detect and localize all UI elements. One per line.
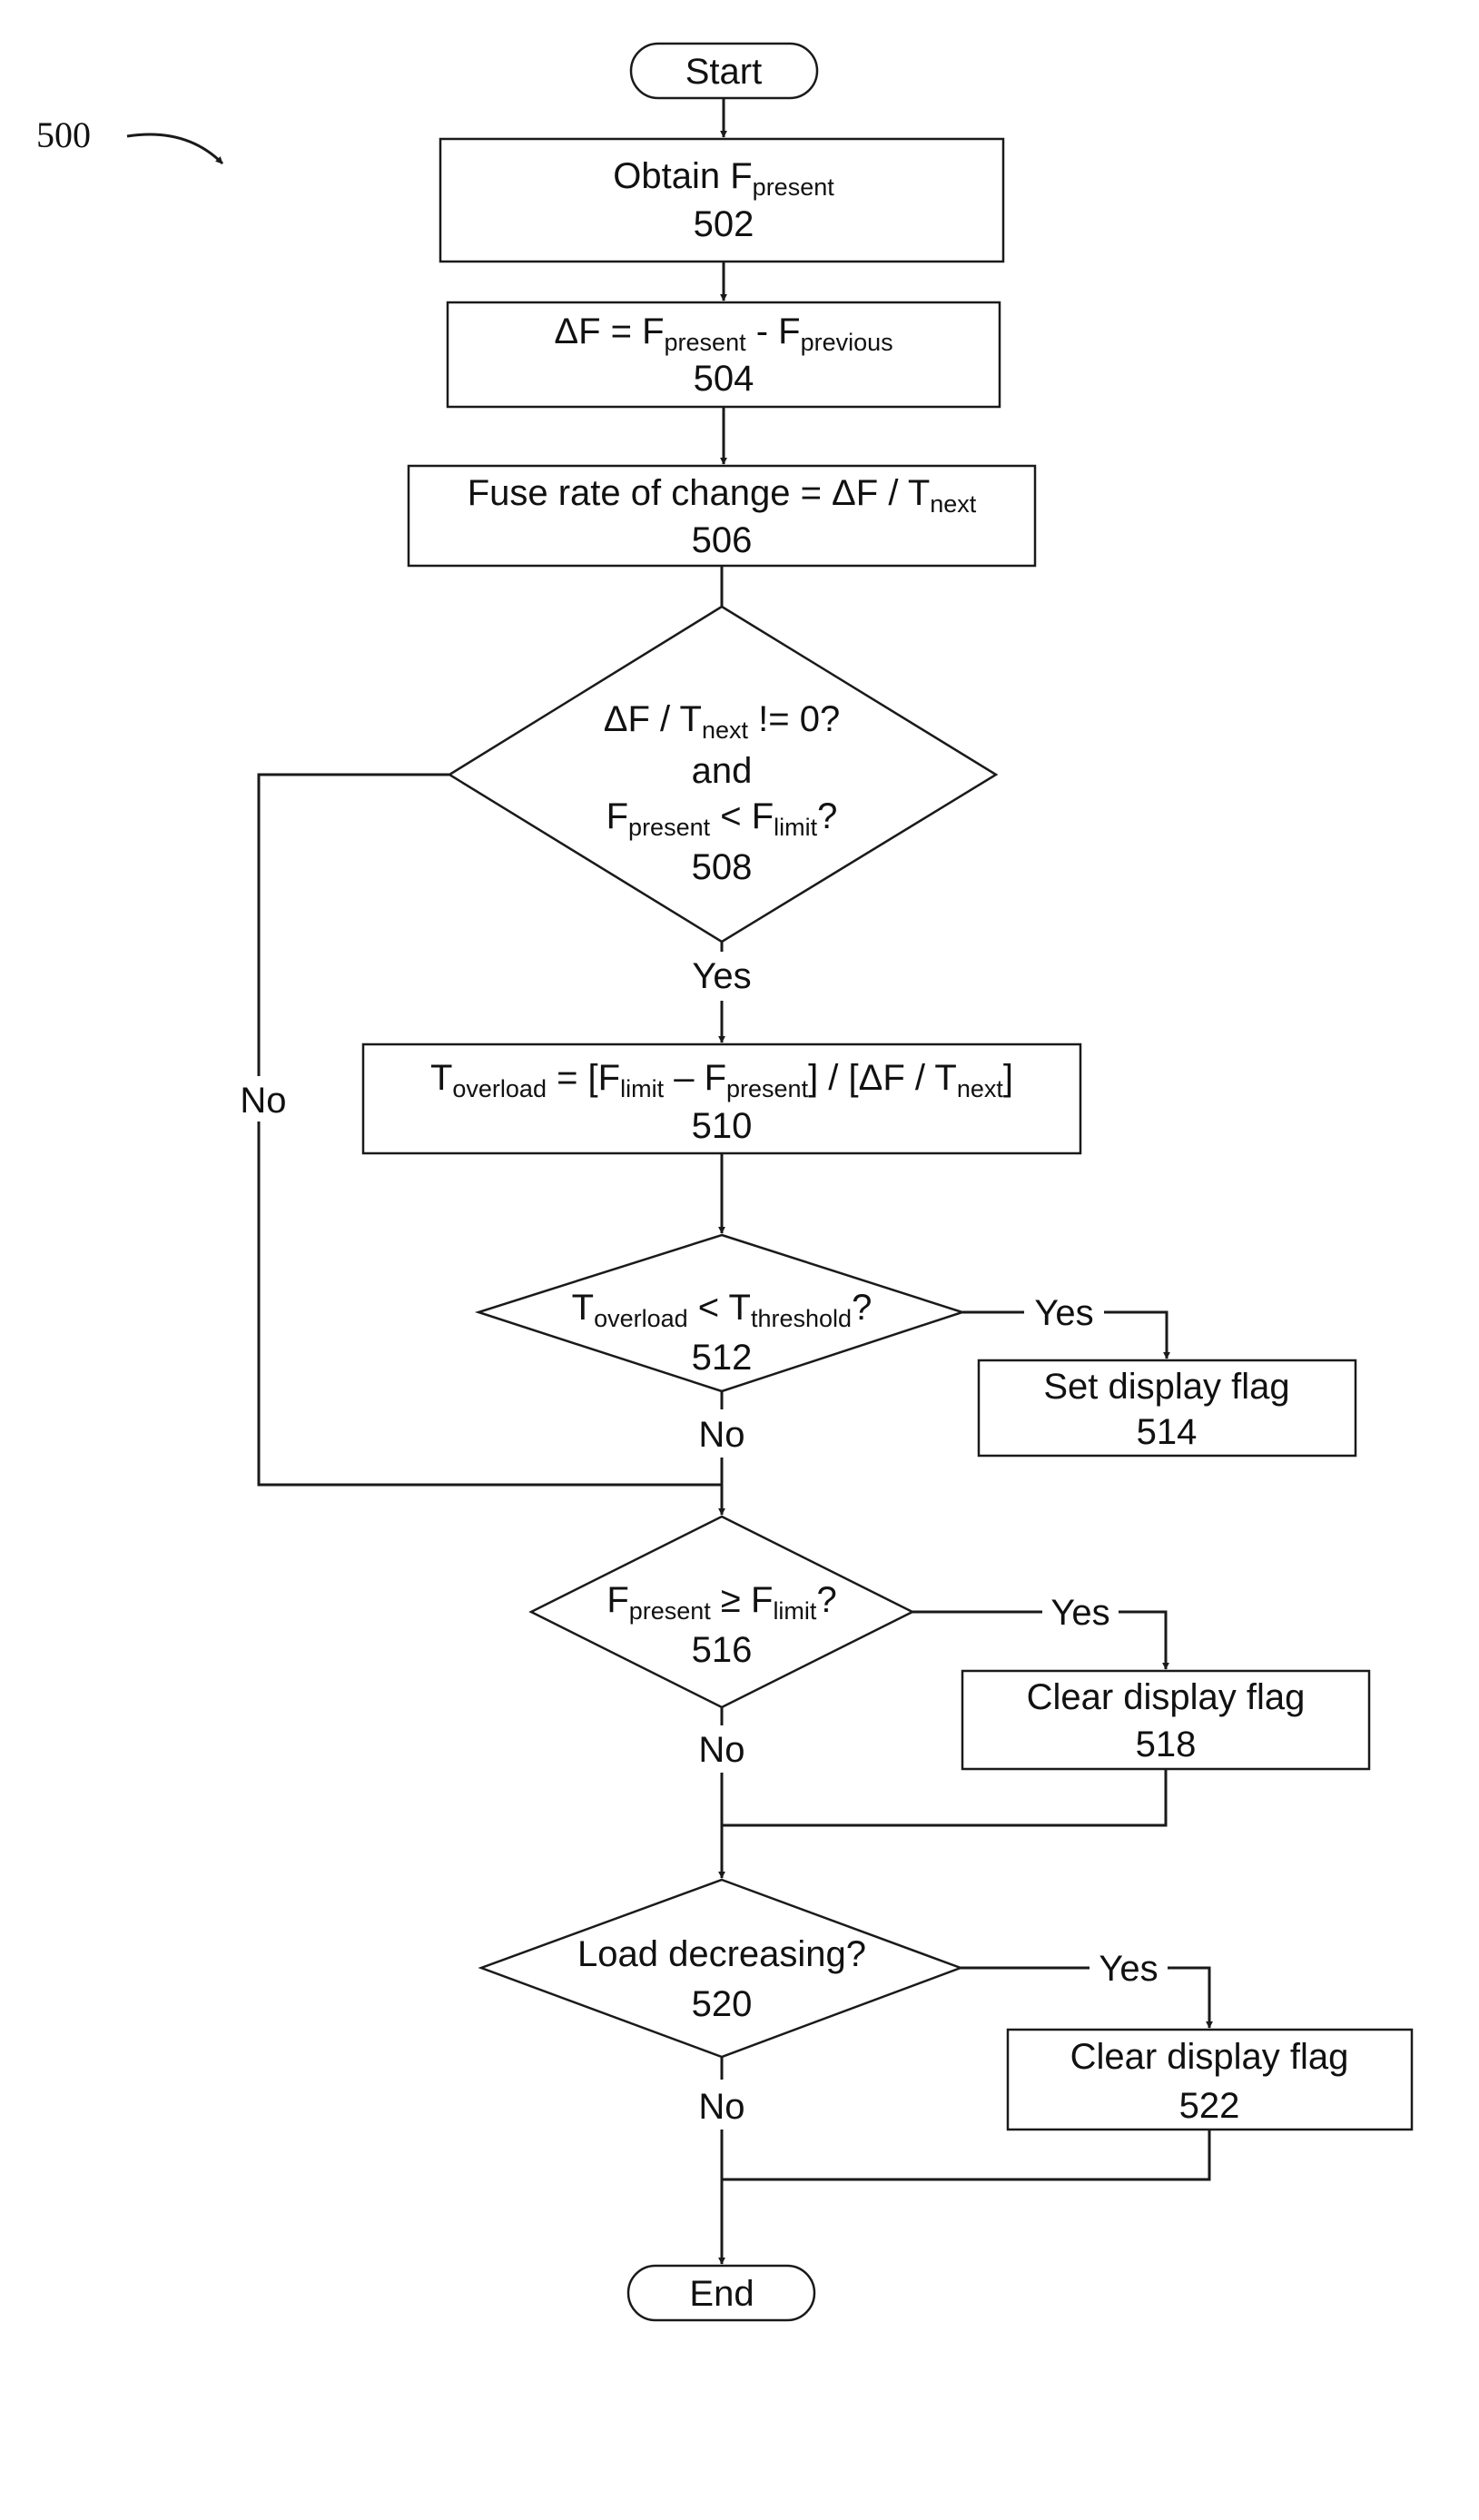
edge-label-508-no: No — [240, 1081, 286, 1121]
step-502-number: 502 — [694, 204, 754, 244]
step-514-text: Set display flag — [1043, 1367, 1289, 1407]
edge-label-508-yes: Yes — [692, 956, 751, 996]
edge-516-yes-b — [1119, 1612, 1166, 1669]
edge-512-yes-b — [1104, 1312, 1167, 1359]
decision-508-line2: and — [692, 751, 753, 791]
edge-518-merge — [722, 1769, 1166, 1825]
step-506-text: Fuse rate of change = ΔF / Tnext — [468, 473, 977, 518]
edge-label-520-no: No — [698, 2087, 744, 2127]
edge-label-512-no: No — [698, 1415, 744, 1455]
decision-520-text: Load decreasing? — [577, 1934, 866, 1974]
decision-508-number: 508 — [692, 847, 753, 887]
step-522-text: Clear display flag — [1070, 2037, 1349, 2077]
decision-512-number: 512 — [692, 1338, 753, 1378]
edge-label-516-yes: Yes — [1050, 1593, 1109, 1633]
edge-label-520-yes: Yes — [1099, 1949, 1158, 1989]
step-518-number: 518 — [1136, 1724, 1197, 1764]
figure-label: 500 — [36, 114, 91, 155]
end-label: End — [689, 2274, 754, 2314]
step-522-number: 522 — [1179, 2086, 1240, 2126]
edge-520-yes-b — [1168, 1968, 1209, 2028]
step-504-number: 504 — [694, 359, 754, 399]
edge-522-merge — [722, 2130, 1209, 2179]
start-label: Start — [685, 52, 762, 92]
decision-516-number: 516 — [692, 1630, 753, 1670]
edge-label-516-no: No — [698, 1730, 744, 1770]
edge-label-512-yes: Yes — [1034, 1293, 1093, 1333]
step-510-number: 510 — [692, 1106, 753, 1146]
step-506-number: 506 — [692, 520, 753, 560]
step-518-text: Clear display flag — [1027, 1677, 1306, 1717]
decision-520-number: 520 — [692, 1984, 753, 2024]
figure-label-arrow — [127, 134, 222, 163]
step-514-number: 514 — [1137, 1412, 1198, 1452]
